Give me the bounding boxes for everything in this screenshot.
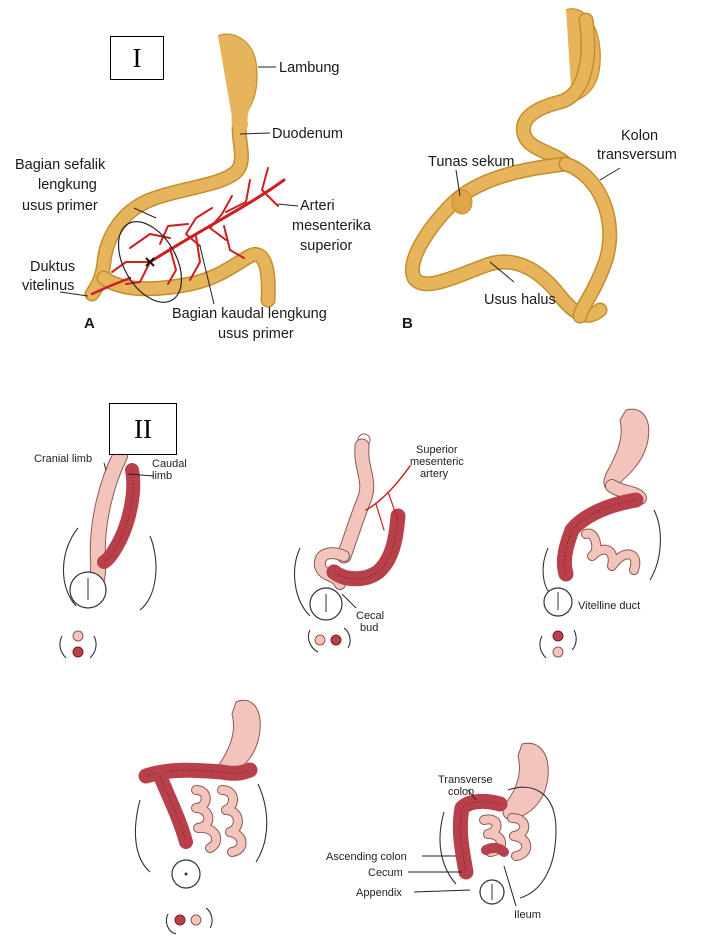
stage4-dot-right — [191, 915, 201, 925]
label-cephalic-1: Bagian sefalik — [15, 157, 106, 173]
label-letter-b: B — [402, 315, 413, 332]
label-ileum: Ileum — [514, 909, 541, 921]
label-colon: colon — [448, 786, 474, 798]
label-duodenum: Duodenum — [272, 126, 343, 142]
label-lambung: Lambung — [279, 60, 339, 76]
stage2-diagram — [295, 434, 410, 652]
stage3-dot-bottom — [553, 647, 563, 657]
stage3-diagram — [540, 409, 660, 658]
stage4-diagram — [135, 700, 266, 934]
label-ascending-colon: Ascending colon — [326, 851, 407, 863]
label-mesenteric: mesenteric — [410, 456, 464, 468]
label-artery: artery — [420, 468, 449, 480]
stage4-small-intestine — [196, 790, 242, 852]
stage1-diagram — [60, 456, 156, 658]
label-superior: Superior — [416, 444, 458, 456]
label-appendix: Appendix — [356, 887, 402, 899]
label-cephalic-3: usus primer — [22, 198, 98, 214]
label-bud: bud — [360, 622, 378, 634]
label-usus-halus: Usus halus — [484, 292, 556, 308]
stage1-dot-top — [73, 631, 83, 641]
panel-label-II: II — [109, 403, 177, 455]
stage3-dot-top — [553, 631, 563, 641]
label-kaudal-1: Bagian kaudal lengkung — [172, 306, 327, 322]
label-arteri-3: superior — [300, 238, 353, 254]
panel-1a-diagram — [60, 34, 298, 313]
panel-label-I: I — [110, 36, 164, 80]
label-kolon-2: transversum — [597, 147, 677, 163]
stage1-dot-bottom — [73, 647, 83, 657]
stage5-stomach — [503, 743, 548, 819]
stage2-dot-left — [315, 635, 325, 645]
label-arteri-2: mesenterika — [292, 218, 372, 234]
label-cephalic-2: lengkung — [38, 177, 97, 193]
label-tunas-sekum: Tunas sekum — [428, 154, 515, 170]
stage2-dot-right — [331, 635, 341, 645]
label-cecal: Cecal — [356, 610, 384, 622]
stage4-dot-left — [175, 915, 185, 925]
label-kolon-1: Kolon — [621, 128, 658, 144]
label-duktus-2: vitelinus — [22, 278, 74, 294]
label-arteri-1: Arteri — [300, 198, 335, 214]
stage3-stomach — [604, 409, 649, 489]
stage5-diagram — [408, 743, 556, 906]
label-caudal-2: limb — [152, 470, 172, 482]
label-cecum: Cecum — [368, 867, 403, 879]
b-cecal-bud — [452, 190, 472, 214]
label-caudal-1: Caudal — [152, 458, 187, 470]
label-letter-a: A — [84, 315, 95, 332]
label-kaudal-2: usus primer — [218, 326, 294, 342]
label-vitelline-duct: Vitelline duct — [578, 600, 640, 612]
label-duktus-1: Duktus — [30, 259, 75, 275]
label-transverse: Transverse — [438, 774, 493, 786]
label-cranial-limb: Cranial limb — [34, 453, 92, 465]
